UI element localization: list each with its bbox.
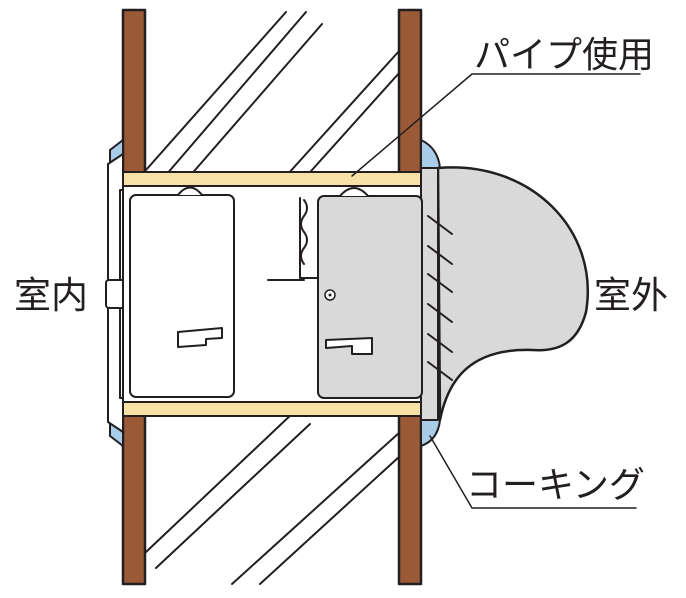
outdoor-face-plate [420, 167, 439, 421]
louver-4 [427, 303, 453, 323]
brace-lower-1 [145, 411, 295, 553]
screw-icon [324, 289, 336, 301]
screw-center [328, 293, 332, 297]
louver-3 [427, 273, 453, 293]
louver-1 [427, 215, 453, 235]
brace-mid-2 [293, 71, 401, 191]
diagonal-brace-lines [145, 11, 401, 585]
wavy-connector [300, 199, 308, 265]
label-outdoor: 室外 [594, 274, 668, 317]
label-indoor: 室内 [14, 274, 88, 317]
pipe-band-bottom [122, 401, 422, 417]
brace-lower-3 [231, 431, 401, 585]
label-pipe-use: パイプ使用 [474, 35, 655, 76]
louver-5 [427, 333, 453, 353]
louver-2 [427, 245, 453, 265]
leader-line-pipe [351, 73, 641, 177]
indoor-damper-latch [177, 327, 223, 348]
brace-upper-3 [175, 23, 323, 193]
leader-line-caulking [429, 435, 637, 509]
brace-lower-2 [155, 423, 311, 569]
indoor-damper-hinge [177, 186, 203, 196]
brace-upper-1 [145, 11, 287, 171]
brace-upper-2 [159, 11, 307, 183]
outdoor-hood [436, 166, 589, 422]
outdoor-damper-latch [325, 337, 373, 355]
brace-lower-4 [259, 455, 401, 585]
label-caulking: コーキング [466, 465, 645, 506]
louver-lines [427, 215, 453, 381]
brace-mid-1 [277, 49, 401, 186]
pipe-band-top [122, 171, 422, 187]
indoor-damper-plate [129, 194, 235, 398]
louver-6 [427, 361, 453, 381]
outdoor-damper-hinge [339, 187, 369, 197]
